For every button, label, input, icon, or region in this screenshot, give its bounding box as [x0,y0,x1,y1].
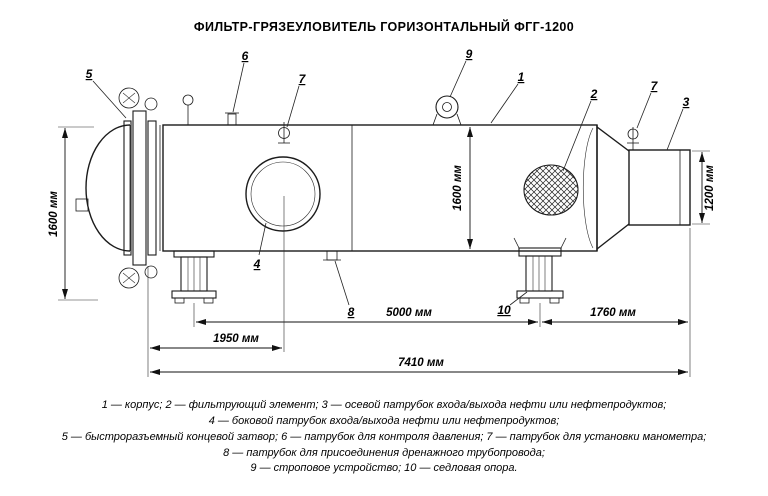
dimension-span-supports: 5000 мм [193,303,541,327]
dimension-span-total: 7410 мм [150,228,691,377]
legend-line-5: 9 — строповое устройство; 10 — седловая … [250,462,517,474]
side-nozzle [245,156,321,232]
dim-span-left: 1950 мм [213,333,259,345]
saddle-support-left [171,250,217,304]
legend: 1 — корпус; 2 — фильтрующий элемент; 3 —… [62,399,707,474]
legend-line-1: 1 — корпус; 2 — фильтрующий элемент; 3 —… [102,399,667,411]
callout-7-left: 7 [299,72,307,86]
dimension-span-right: 1760 мм [542,307,688,325]
callouts: 5 6 7 9 1 2 7 3 4 8 10 [86,47,690,319]
callout-7-right: 7 [651,79,659,93]
dim-right-height: 1200 мм [704,165,716,211]
callout-3: 3 [683,95,690,109]
dim-span-total: 7410 мм [398,357,444,369]
legend-line-2: 4 — боковой патрубок входа/выхода нефти … [209,415,560,427]
saddle-support-right [513,237,567,304]
callout-2: 2 [590,87,598,101]
dimension-right-height: 1200 мм [692,150,716,225]
dim-span-right: 1760 мм [590,307,636,319]
drawing-title: ФИЛЬТР-ГРЯЗЕУЛОВИТЕЛЬ ГОРИЗОНТАЛЬНЫЙ ФГГ… [194,19,574,34]
dim-left-height: 1600 мм [48,191,60,237]
filter-element [523,164,579,216]
dim-middle-height: 1600 мм [452,165,464,211]
manometer-fitting-right [627,127,639,150]
callout-10: 10 [497,303,511,317]
drain-nozzle [323,250,341,261]
callout-5: 5 [86,67,93,81]
legend-line-3: 5 — быстроразъемный концевой затвор; 6 —… [62,431,707,443]
lifting-lug [432,95,462,126]
dim-span-supports: 5000 мм [386,307,432,319]
quick-release-closure [118,87,194,289]
callout-1: 1 [518,70,525,84]
left-head [75,124,131,252]
dimension-middle-height: 1600 мм [452,127,473,249]
pressure-control-nozzle [225,112,239,126]
callout-6: 6 [242,49,249,63]
callout-4: 4 [253,257,261,271]
dimension-span-left: 1950 мм [147,196,285,377]
callout-8: 8 [348,305,355,319]
legend-line-4: 8 — патрубок для присоединения дренажног… [223,447,545,459]
callout-9: 9 [466,47,473,61]
manometer-fitting-left [278,122,290,144]
dimension-left-height: 1600 мм [48,126,98,301]
reducer-and-axial-nozzle [582,125,691,251]
